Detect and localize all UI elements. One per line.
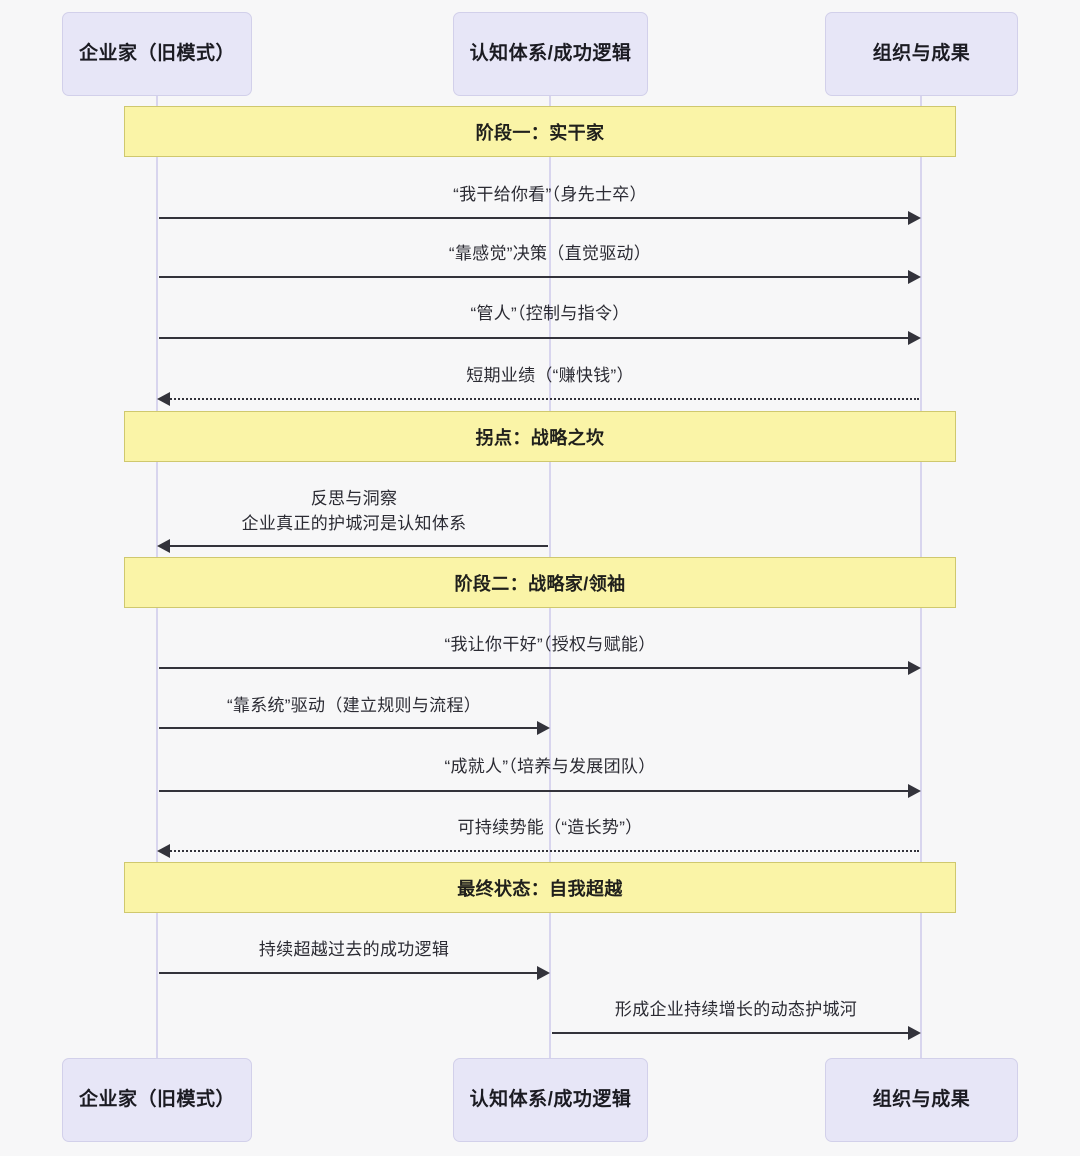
arrowhead-left-m4	[157, 392, 170, 406]
arrowhead-left-m9	[157, 844, 170, 858]
phase-bar-final: 最终状态：自我超越	[124, 862, 956, 913]
message-label-m2: “靠感觉”决策（直觉驱动）	[448, 244, 652, 263]
participant-top-p1[interactable]: 企业家（旧模式）	[62, 12, 252, 96]
phase-bar-phase1: 阶段一：实干家	[124, 106, 956, 157]
message-line-m7	[159, 727, 548, 729]
message-line-m2	[159, 276, 919, 278]
message-label-m4: 短期业绩（“赚快钱”）	[466, 366, 634, 385]
participant-label: 企业家（旧模式）	[78, 42, 235, 64]
arrowhead-right-m3	[908, 331, 921, 345]
phase-bar-label: 拐点：战略之坎	[475, 427, 605, 448]
message-line-m8	[159, 790, 919, 792]
message-line-m3	[159, 337, 919, 339]
message-line-m10	[159, 972, 548, 974]
phase-bar-label: 阶段二：战略家/领袖	[454, 573, 626, 594]
message-label-m5: 反思与洞察 企业真正的护城河是认知体系	[241, 489, 467, 533]
message-label-m11: 形成企业持续增长的动态护城河	[614, 1000, 858, 1019]
participant-label: 认知体系/成功逻辑	[469, 1088, 632, 1110]
participant-top-p2[interactable]: 认知体系/成功逻辑	[453, 12, 648, 96]
message-label-m1: “我干给你看”（身先士卒）	[453, 185, 647, 204]
participant-bottom-p2[interactable]: 认知体系/成功逻辑	[453, 1058, 648, 1142]
message-line-m6	[159, 667, 919, 669]
phase-bar-label: 阶段一：实干家	[475, 122, 605, 143]
phase-bar-turning: 拐点：战略之坎	[124, 411, 956, 462]
message-label-m3: “管人”（控制与指令）	[470, 304, 630, 323]
participant-label: 组织与成果	[872, 1088, 971, 1110]
phase-bar-label: 最终状态：自我超越	[457, 878, 623, 899]
arrowhead-right-m7	[537, 721, 550, 735]
message-label-m7: “靠系统”驱动（建立规则与流程）	[226, 696, 482, 715]
phase-bar-phase2: 阶段二：战略家/领袖	[124, 557, 956, 608]
message-label-m10: 持续超越过去的成功逻辑	[258, 940, 450, 959]
participant-label: 企业家（旧模式）	[78, 1088, 235, 1110]
arrowhead-right-m11	[908, 1026, 921, 1040]
message-label-m8: “成就人”（培养与发展团队）	[444, 757, 656, 776]
message-line-m9	[159, 850, 919, 852]
message-line-m4	[159, 398, 919, 400]
arrowhead-right-m8	[908, 784, 921, 798]
arrowhead-right-m2	[908, 270, 921, 284]
participant-bottom-p3[interactable]: 组织与成果	[825, 1058, 1018, 1142]
message-label-m9: 可持续势能（“造长势”）	[457, 818, 643, 837]
arrowhead-right-m10	[537, 966, 550, 980]
message-line-m11	[552, 1032, 919, 1034]
arrowhead-right-m1	[908, 211, 921, 225]
participant-bottom-p1[interactable]: 企业家（旧模式）	[62, 1058, 252, 1142]
message-line-m5	[159, 545, 548, 547]
arrowhead-right-m6	[908, 661, 921, 675]
message-label-m6: “我让你干好”（授权与赋能）	[444, 635, 656, 654]
participant-top-p3[interactable]: 组织与成果	[825, 12, 1018, 96]
message-line-m1	[159, 217, 919, 219]
arrowhead-left-m5	[157, 539, 170, 553]
participant-label: 组织与成果	[872, 42, 971, 64]
participant-label: 认知体系/成功逻辑	[469, 42, 632, 64]
